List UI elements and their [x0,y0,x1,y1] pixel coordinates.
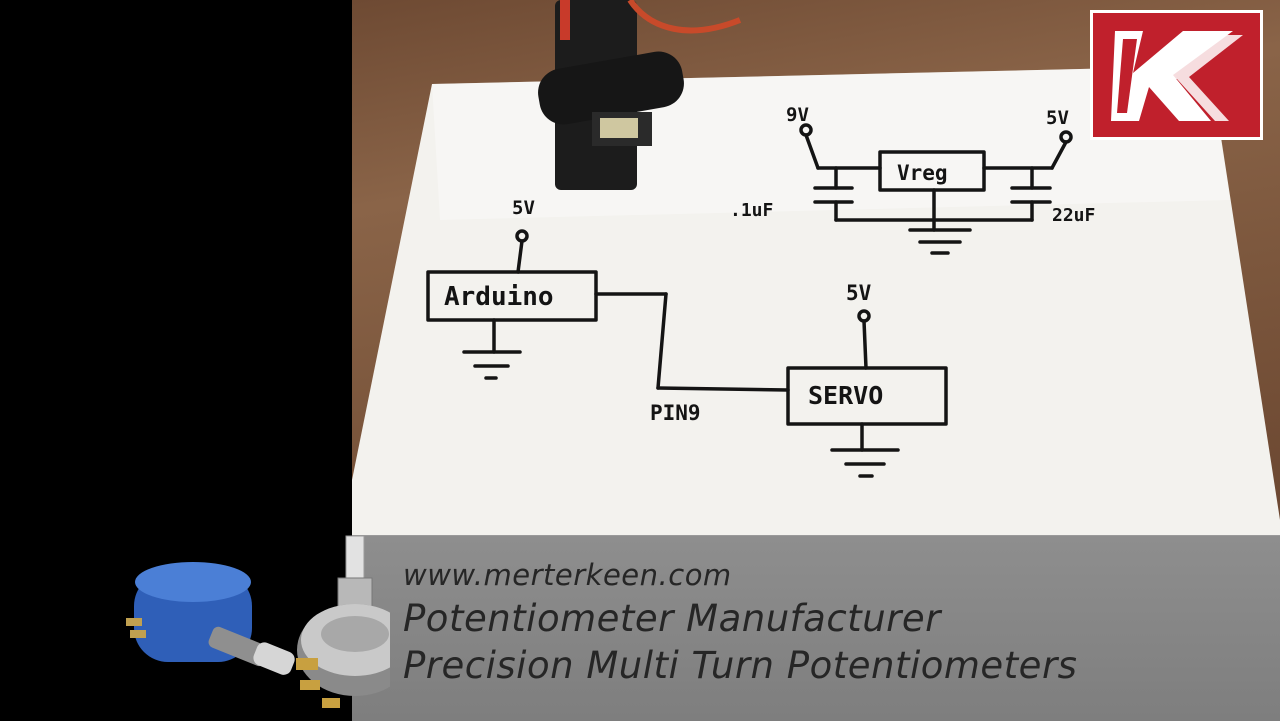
terminal-5v-right [1059,130,1073,144]
potentiometer-product-icon [126,535,390,708]
schematic-labels: 9V 5V Vreg .1uF 22uF 5V Arduino 5V SERVO… [444,104,1095,425]
label-arduino: Arduino [444,282,554,312]
label-5v-arduino: 5V [512,197,535,219]
label-9v: 9V [786,104,809,126]
label-cap-right: 22uF [1052,205,1095,226]
banner-text: www.merterkeen.com Potentiometer Manufac… [403,555,1077,689]
banner-line-2: Precision Multi Turn Potentiometers [403,644,1078,687]
label-pin9: PIN9 [650,401,701,425]
label-vreg: Vreg [897,161,948,185]
website-url: www.merterkeen.com [403,558,732,592]
label-cap-left: .1uF [730,200,773,221]
label-5v-servo: 5V [846,281,872,305]
label-5v-right: 5V [1046,107,1069,129]
label-servo: SERVO [808,381,883,410]
silver-potentiometer [296,535,390,708]
blue-potentiometer [126,562,295,675]
banner-line-1: Potentiometer Manufacturer [403,597,941,640]
schematic-paper: 9V 5V Vreg .1uF 22uF 5V Arduino 5V SERVO… [352,0,1280,535]
servo-motor-photo [538,0,742,190]
lower-third-banner [352,535,1280,721]
merterkeen-k-logo-icon [1090,10,1263,140]
schematic-drawing [426,123,1073,478]
